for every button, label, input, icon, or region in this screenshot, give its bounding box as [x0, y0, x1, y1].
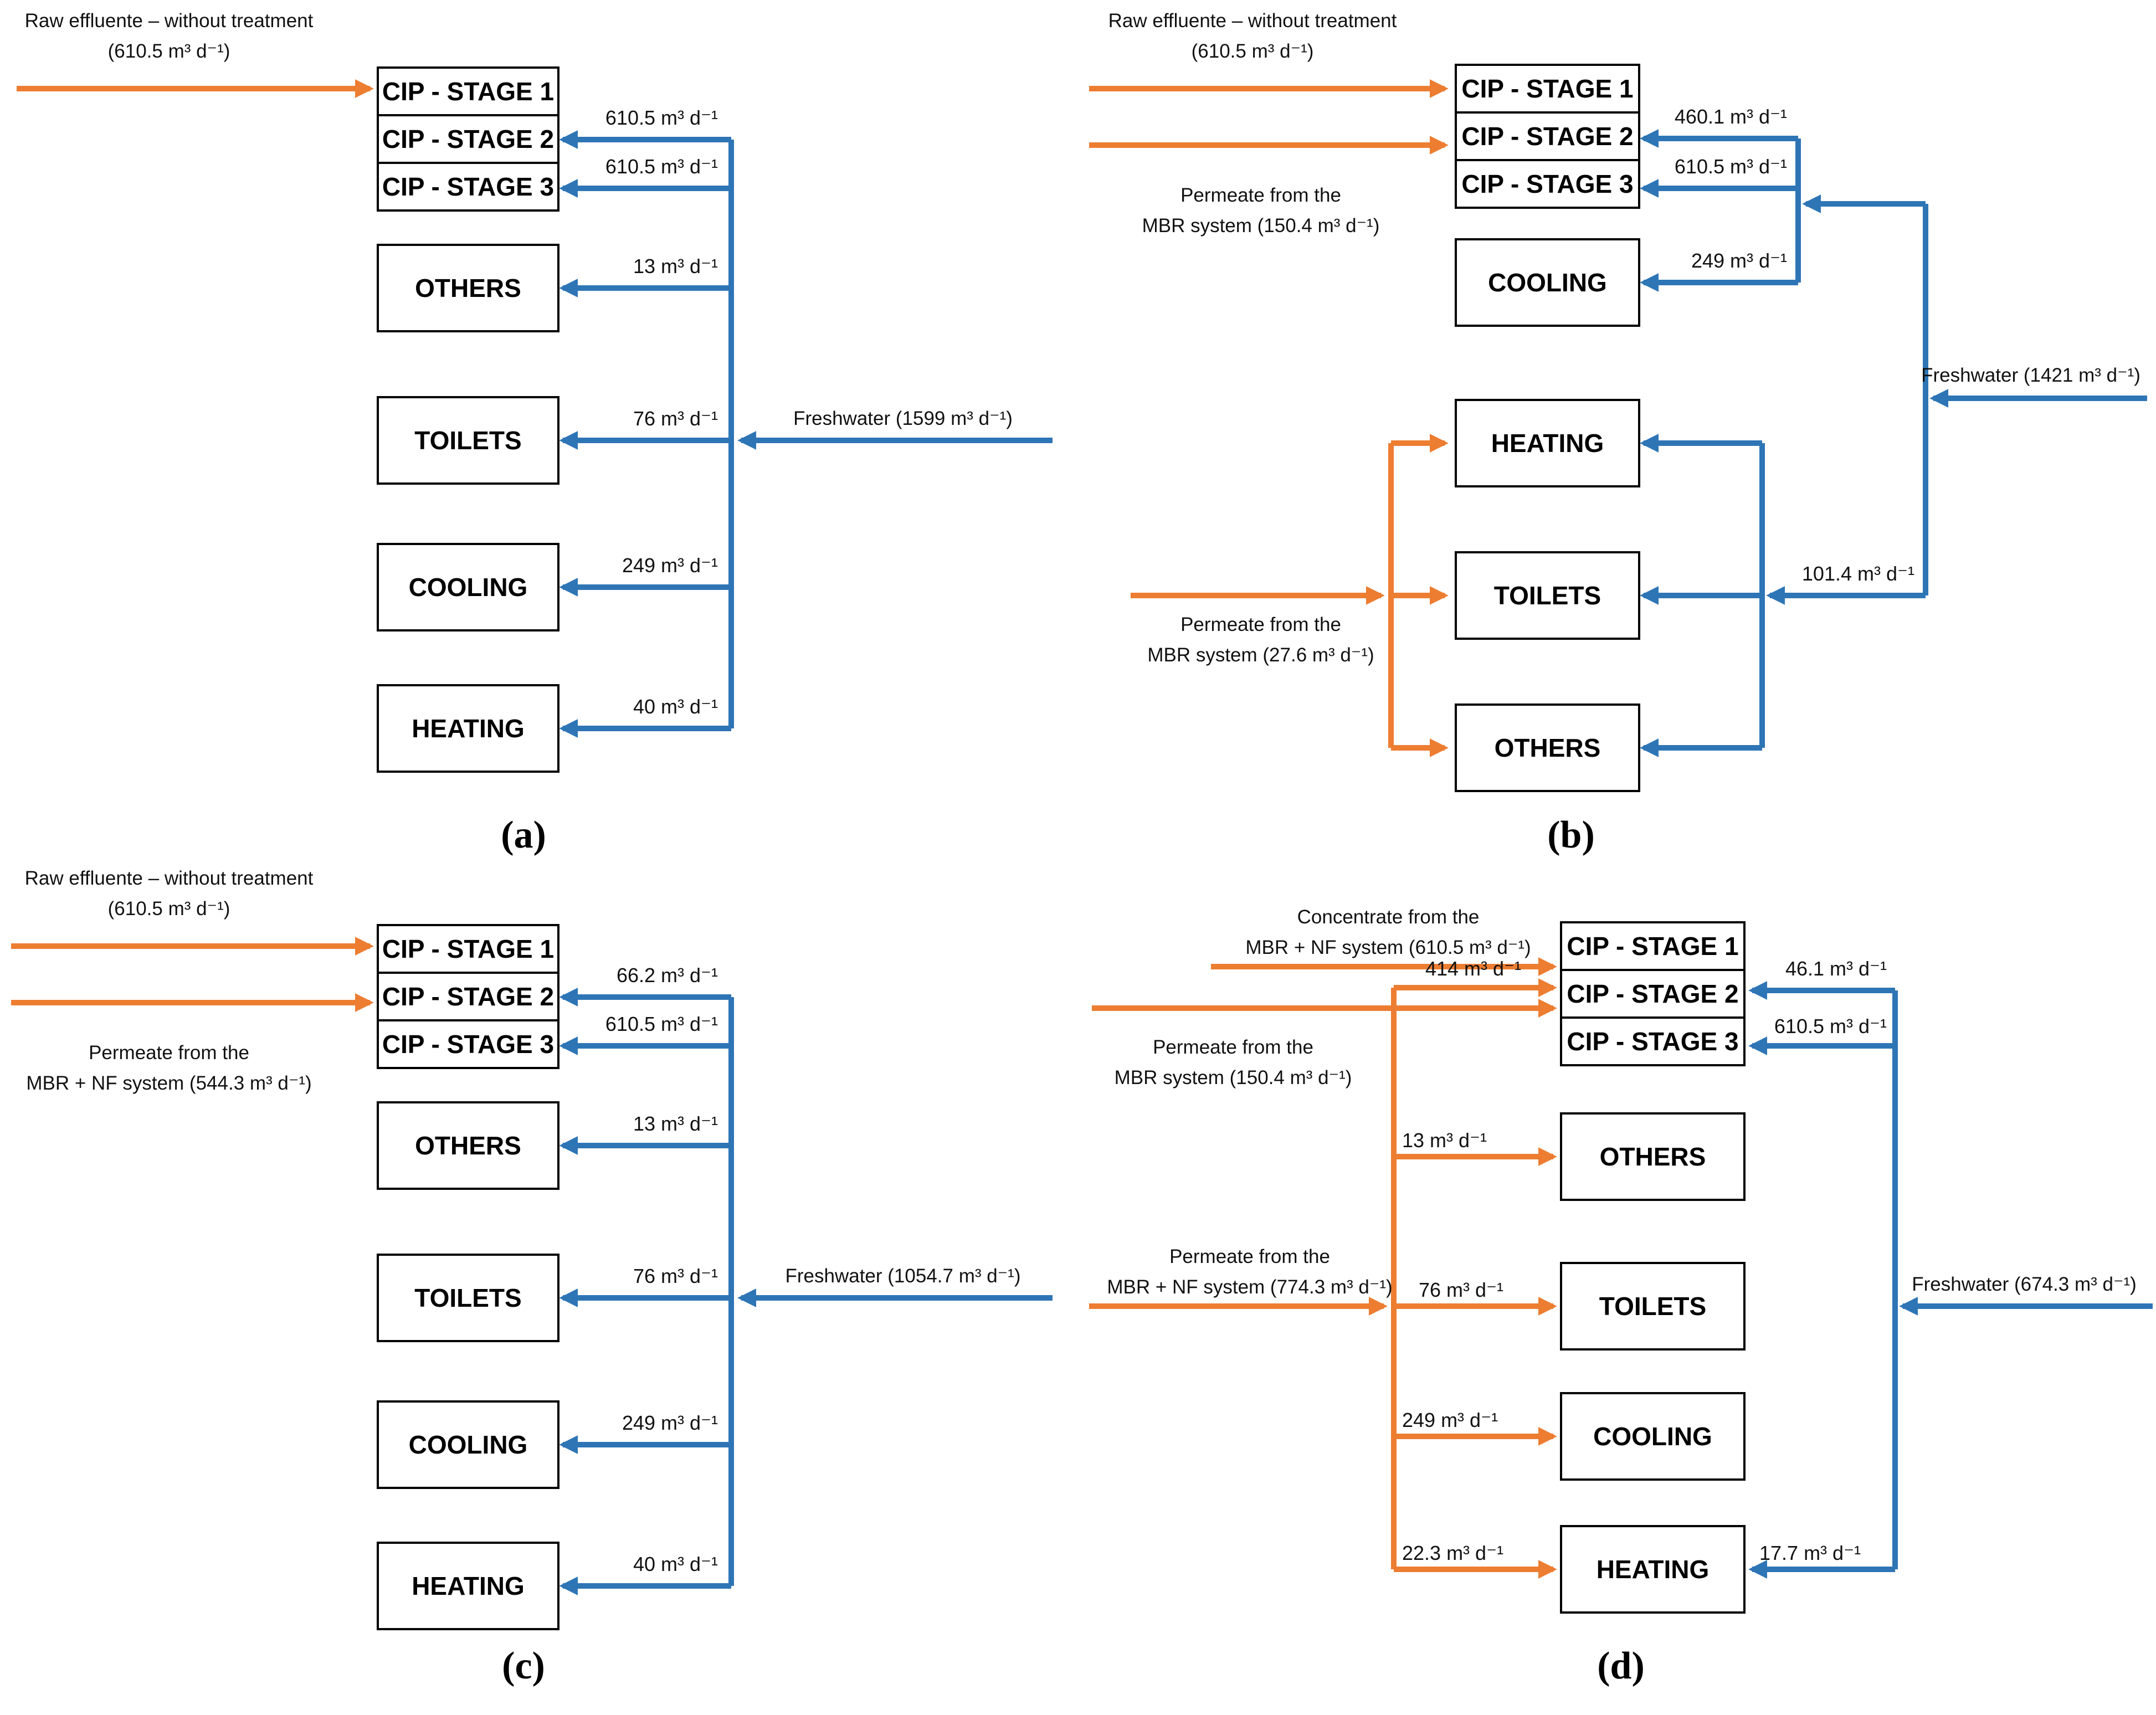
mbr-permeate-label-line2: MBR system (150.4 m³ d⁻¹) — [1114, 1067, 1352, 1088]
raw-effluent-label-line1: Raw effluente – without treatment — [1108, 10, 1397, 32]
panel-d: Concentrate from the MBR + NF system (61… — [1078, 857, 2156, 1715]
flow-label-heating: 40 m³ d⁻¹ — [633, 695, 718, 718]
cip-stage-1-box: CIP - STAGE 1 — [377, 924, 559, 974]
flow-label-cip2-orange: 414 m³ d⁻¹ — [1425, 957, 1521, 980]
heating-box: HEATING — [1455, 399, 1640, 487]
flow-label-cip2: 460.1 m³ d⁻¹ — [1674, 105, 1787, 128]
raw-effluent-label-line1: Raw effluente – without treatment — [24, 867, 314, 889]
flow-label-cooling: 249 m³ d⁻¹ — [622, 1411, 718, 1434]
flow-label-cooling: 249 m³ d⁻¹ — [1691, 249, 1787, 272]
cip-stage-2-box: CIP - STAGE 2 — [1560, 969, 1746, 1019]
flow-label-cip2: 66.2 m³ d⁻¹ — [616, 964, 718, 987]
cip-stage-2-box: CIP - STAGE 2 — [377, 114, 559, 164]
cip-stage-1-box: CIP - STAGE 1 — [1455, 64, 1640, 114]
flow-label-heating: 40 m³ d⁻¹ — [633, 1553, 718, 1575]
raw-effluent-label-line2: (610.5 m³ d⁻¹) — [107, 40, 230, 62]
cip-stage-2-box: CIP - STAGE 2 — [377, 972, 559, 1021]
raw-effluent-label-line2: (610.5 m³ d⁻¹) — [107, 898, 230, 920]
freshwater-label: Freshwater (674.3 m³ d⁻¹) — [1912, 1274, 2137, 1295]
raw-effluent-label-line1: Raw effluente – without treatment — [24, 10, 314, 32]
flow-label-others: 13 m³ d⁻¹ — [633, 255, 718, 278]
heating-box: HEATING — [1560, 1525, 1746, 1614]
flow-label-cip2-blue: 46.1 m³ d⁻¹ — [1785, 957, 1887, 980]
flow-label-toilets: 76 m³ d⁻¹ — [1419, 1278, 1504, 1301]
panel-d-arrows — [1089, 957, 2153, 1579]
toilets-box: TOILETS — [1455, 551, 1640, 640]
flow-label-cip3: 610.5 m³ d⁻¹ — [605, 1013, 718, 1035]
panel-letter-d: (d) — [1597, 1645, 1645, 1687]
flow-label-cooling: 249 m³ d⁻¹ — [622, 554, 718, 577]
toilets-box: TOILETS — [377, 396, 559, 485]
mbr-permeate-label-line1: Permeate from the — [1153, 1036, 1313, 1058]
concentrate-label-line1: Concentrate from the — [1297, 906, 1480, 928]
panel-letter-b: (b) — [1547, 814, 1595, 856]
mbr-permeate-dom-label-line2: MBR system (27.6 m³ d⁻¹) — [1147, 644, 1374, 666]
flow-label-cip3: 610.5 m³ d⁻¹ — [1674, 155, 1787, 178]
freshwater-label: Freshwater (1054.7 m³ d⁻¹) — [785, 1265, 1021, 1287]
others-box: OTHERS — [377, 1101, 559, 1190]
cip-stage-1-box: CIP - STAGE 1 — [377, 66, 559, 116]
flow-label-others: 13 m³ d⁻¹ — [633, 1112, 718, 1135]
panel-b: Raw effluente – without treatment (610.5… — [1078, 0, 2156, 857]
panel-a: Raw effluente – without treatment (610.5… — [0, 0, 1078, 857]
others-box: OTHERS — [1455, 704, 1640, 792]
cip-stage-2-box: CIP - STAGE 2 — [1455, 111, 1640, 161]
flow-label-others: 13 m³ d⁻¹ — [1402, 1129, 1487, 1152]
flow-label-heating-blue: 17.7 m³ d⁻¹ — [1759, 1542, 1861, 1564]
cip-stage-3-box: CIP - STAGE 3 — [377, 162, 559, 212]
panel-c-arrows — [11, 936, 1053, 1596]
flow-label-cip2: 610.5 m³ d⁻¹ — [605, 106, 718, 129]
panel-b-arrows — [1089, 79, 2147, 758]
freshwater-label: Freshwater (1421 m³ d⁻¹) — [1921, 364, 2140, 386]
mbrnf-permeate-label-line1: Permeate from the — [1169, 1246, 1330, 1267]
flow-label-cip3: 610.5 m³ d⁻¹ — [605, 155, 718, 178]
others-box: OTHERS — [377, 244, 559, 332]
flow-label-heating-orange: 22.3 m³ d⁻¹ — [1402, 1542, 1504, 1564]
heating-box: HEATING — [377, 1542, 559, 1630]
flow-label-cip3-blue: 610.5 m³ d⁻¹ — [1774, 1015, 1887, 1038]
freshwater-label: Freshwater (1599 m³ d⁻¹) — [793, 408, 1013, 429]
flow-label-cooling: 249 m³ d⁻¹ — [1402, 1409, 1498, 1431]
cip-stage-3-box: CIP - STAGE 3 — [377, 1019, 559, 1069]
toilets-box: TOILETS — [377, 1254, 559, 1342]
cooling-box: COOLING — [377, 1400, 559, 1489]
panel-letter-a: (a) — [501, 814, 546, 856]
cip-stage-3-box: CIP - STAGE 3 — [1560, 1016, 1746, 1066]
mbr-permeate-cip-label-line2: MBR system (150.4 m³ d⁻¹) — [1142, 215, 1380, 237]
flow-label-toilets: 76 m³ d⁻¹ — [633, 1265, 718, 1287]
cip-stage-1-box: CIP - STAGE 1 — [1560, 921, 1746, 971]
cooling-box: COOLING — [1560, 1392, 1746, 1481]
panel-c: Raw effluente – without treatment (610.5… — [0, 857, 1078, 1715]
concentrate-label-line2: MBR + NF system (610.5 m³ d⁻¹) — [1245, 937, 1531, 958]
mbrnf-permeate-label-line2: MBR + NF system (544.3 m³ d⁻¹) — [26, 1072, 312, 1094]
cooling-box: COOLING — [1455, 238, 1640, 327]
heating-box: HEATING — [377, 684, 559, 773]
raw-effluent-label-line2: (610.5 m³ d⁻¹) — [1191, 40, 1314, 62]
mbr-permeate-cip-label-line1: Permeate from the — [1180, 184, 1341, 206]
mbrnf-permeate-label-line1: Permeate from the — [89, 1042, 249, 1064]
flow-label-toilets: 76 m³ d⁻¹ — [633, 407, 718, 430]
toilets-box: TOILETS — [1560, 1262, 1746, 1351]
flow-label-toilets: 101.4 m³ d⁻¹ — [1801, 562, 1914, 585]
cooling-box: COOLING — [377, 543, 559, 631]
others-box: OTHERS — [1560, 1112, 1746, 1201]
cip-stage-3-box: CIP - STAGE 3 — [1455, 159, 1640, 209]
panel-a-arrows — [17, 79, 1053, 738]
panel-letter-c: (c) — [502, 1645, 545, 1687]
mbr-permeate-dom-label-line1: Permeate from the — [1180, 614, 1341, 635]
mbrnf-permeate-label-line2: MBR + NF system (774.3 m³ d⁻¹) — [1107, 1276, 1393, 1298]
